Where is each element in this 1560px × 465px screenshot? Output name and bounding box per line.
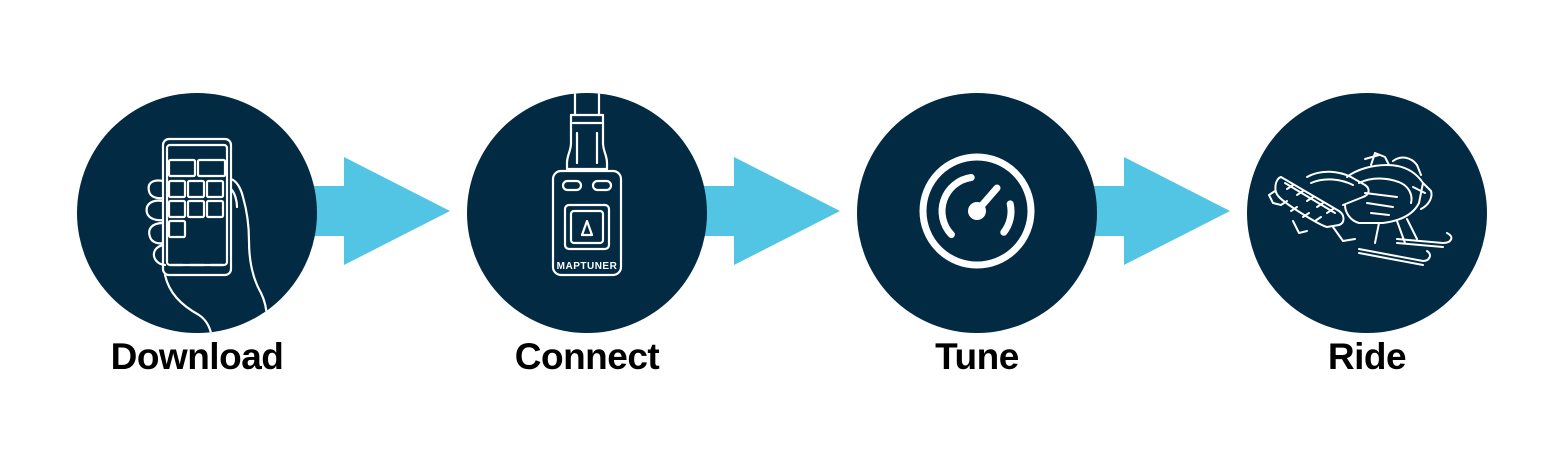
arrow-1 — [308, 157, 450, 265]
step-label-connect: Connect — [514, 336, 660, 377]
step-label-tune: Tune — [935, 336, 1019, 377]
step-download: Download — [77, 93, 317, 377]
phone-in-hand-icon — [145, 137, 269, 333]
arrow-2 — [698, 157, 840, 265]
step-label-download: Download — [110, 336, 284, 377]
step-circle: MAPTUNER — [467, 93, 707, 333]
step-connect: MAPTUNER Connect — [467, 93, 707, 377]
step-circle — [857, 93, 1097, 333]
snowmobile-icon — [1268, 152, 1453, 266]
step-tune: Tune — [857, 93, 1097, 377]
gauge-icon — [919, 153, 1035, 269]
device-brand-text: MAPTUNER — [557, 261, 618, 272]
step-circle — [1247, 93, 1487, 333]
maptuner-device-icon: MAPTUNER — [551, 93, 623, 277]
step-circle — [77, 93, 317, 333]
step-ride: Ride — [1247, 93, 1487, 377]
arrow-3 — [1088, 157, 1230, 265]
step-label-ride: Ride — [1327, 336, 1407, 377]
